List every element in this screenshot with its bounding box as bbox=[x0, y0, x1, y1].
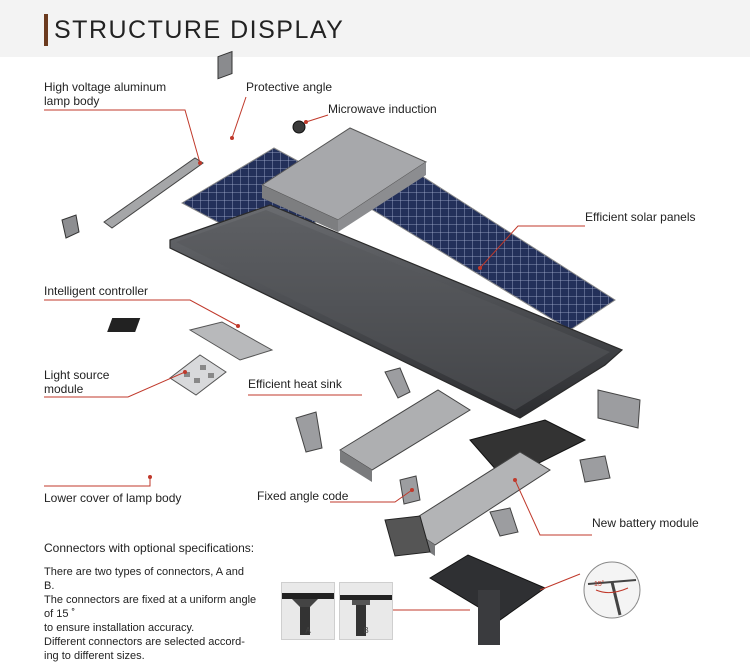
microwave-sensor bbox=[292, 120, 306, 134]
connectors-line-1: There are two types of connectors, A and bbox=[44, 566, 244, 578]
label-lamp-body-line2: lamp body bbox=[44, 94, 100, 108]
connectors-description: There are two types of connectors, A and… bbox=[44, 565, 269, 663]
connectors-line-4: of 15 ˚ bbox=[44, 608, 76, 620]
heat-sink-right bbox=[404, 451, 551, 546]
label-battery-module: New battery module bbox=[592, 516, 699, 530]
bracket-6 bbox=[489, 507, 519, 537]
connectors-heading: Connectors with optional specifications: bbox=[44, 541, 255, 555]
bracket-2 bbox=[295, 411, 323, 453]
label-solar-panels: Efficient solar panels bbox=[585, 210, 696, 224]
connector-photo-a: A bbox=[281, 582, 335, 640]
angle-label: 15˚ bbox=[594, 581, 605, 588]
bracket-4 bbox=[579, 455, 611, 483]
label-protective-angle: Protective angle bbox=[246, 80, 333, 94]
label-lower-cover: Lower cover of lamp body bbox=[44, 491, 182, 505]
bracket-1 bbox=[384, 367, 411, 399]
connector-pole bbox=[478, 590, 500, 645]
label-fixed-angle-code: Fixed angle code bbox=[257, 489, 349, 503]
lamp-body-rail bbox=[103, 157, 204, 229]
controller-tray bbox=[188, 321, 274, 361]
end-cap-left bbox=[61, 214, 80, 239]
label-lamp-body-line1: High voltage aluminum bbox=[44, 80, 167, 94]
label-lamp-body: High voltage aluminum lamp body bbox=[44, 80, 166, 108]
controller-box bbox=[107, 318, 141, 332]
label-light-source: Light source module bbox=[44, 368, 109, 396]
heat-sink-left bbox=[339, 389, 471, 471]
connector-b-icon bbox=[340, 595, 392, 636]
connector-photo-a-label: A bbox=[305, 626, 311, 635]
title-accent-bar bbox=[44, 14, 48, 46]
connectors-line-5: to ensure installation accuracy. bbox=[44, 622, 195, 634]
label-microwave-induction: Microwave induction bbox=[328, 102, 437, 116]
header-band: STRUCTURE DISPLAY bbox=[0, 0, 750, 57]
label-heat-sink: Efficient heat sink bbox=[248, 377, 342, 391]
connector-a-icon bbox=[282, 593, 334, 635]
label-light-source-line2: module bbox=[44, 382, 84, 396]
label-light-source-line1: Light source bbox=[44, 368, 110, 382]
bracket-3 bbox=[597, 389, 641, 429]
connectors-line-7: ing to different sizes. bbox=[44, 650, 145, 662]
connectors-line-6: Different connectors are selected accord… bbox=[44, 636, 245, 648]
connector-photo-b: B bbox=[339, 582, 393, 640]
light-source-module bbox=[169, 354, 227, 396]
page-title: STRUCTURE DISPLAY bbox=[54, 16, 345, 44]
connectors-line-3: The connectors are fixed at a uniform an… bbox=[44, 594, 257, 606]
connectors-line-2: B. bbox=[44, 580, 55, 592]
bracket-5 bbox=[384, 515, 431, 557]
angle-detail-circle bbox=[583, 561, 641, 619]
connector-photo-b-label: B bbox=[363, 626, 369, 635]
protective-angle-part bbox=[217, 50, 233, 80]
label-intelligent-controller: Intelligent controller bbox=[44, 284, 149, 298]
